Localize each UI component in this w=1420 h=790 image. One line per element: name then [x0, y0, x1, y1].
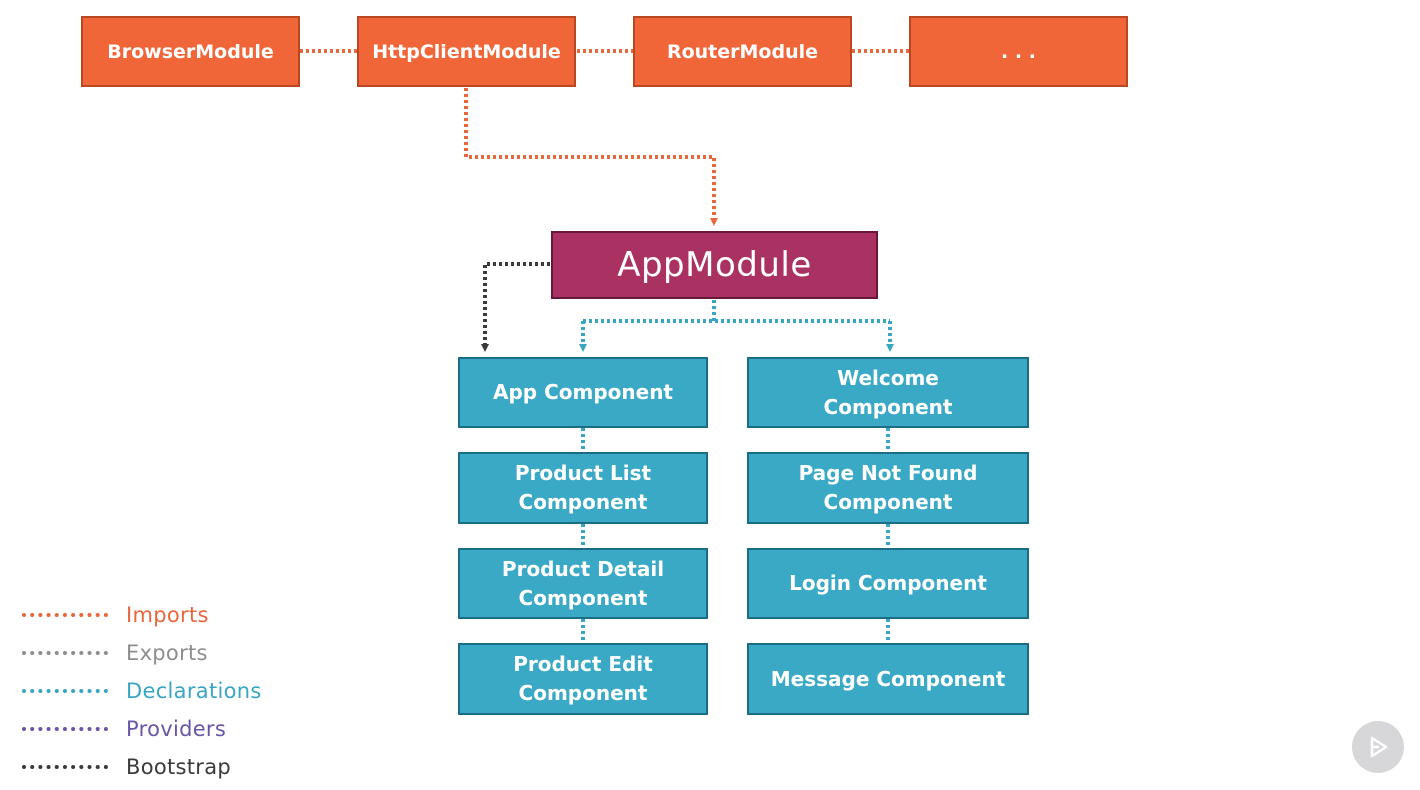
legend-line-providers	[22, 727, 108, 731]
product-edit-component-box: Product Edit Component	[458, 643, 708, 715]
browser-module-box: BrowserModule	[81, 16, 300, 87]
product-edit-component-line1: Product Edit	[513, 652, 653, 676]
welcome-component-line1: Welcome	[837, 365, 939, 390]
imports-connector	[464, 88, 718, 226]
more-modules-label: . . .	[1001, 40, 1036, 63]
login-component-line1: Login Component	[789, 571, 987, 595]
legend-item-declarations: Declarations	[22, 672, 262, 710]
product-list-component-line1: Product List	[514, 461, 652, 485]
product-detail-component-box: Product Detail Component	[458, 548, 708, 619]
legend-label-exports: Exports	[126, 641, 208, 665]
app-module-label: AppModule	[617, 245, 812, 285]
legend-item-providers: Providers	[22, 710, 262, 748]
legend: Imports Exports Declarations Providers B…	[22, 596, 262, 786]
legend-line-exports	[22, 651, 108, 655]
page-not-found-component-line2: Component	[823, 490, 953, 514]
declarations-connector	[579, 300, 894, 352]
login-component-box: Login Component	[747, 548, 1029, 619]
welcome-component-line2: Component	[823, 394, 953, 419]
legend-label-providers: Providers	[126, 717, 227, 741]
legend-label-declarations: Declarations	[126, 679, 262, 703]
legend-line-declarations	[22, 689, 108, 693]
router-module-label: RouterModule	[666, 40, 819, 63]
welcome-component-box: Welcome Component	[747, 357, 1029, 428]
legend-label-bootstrap: Bootstrap	[126, 755, 232, 779]
play-button[interactable]	[1352, 721, 1404, 773]
bootstrap-connector	[481, 262, 550, 352]
more-modules-box: . . .	[909, 16, 1128, 87]
app-module-box: AppModule	[551, 231, 878, 299]
http-client-module-label: HttpClientModule	[372, 40, 561, 63]
product-edit-component-line2: Component	[518, 681, 648, 705]
page-not-found-component-line1: Page Not Found	[798, 461, 978, 485]
message-component-box: Message Component	[747, 643, 1029, 715]
legend-item-exports: Exports	[22, 634, 262, 672]
legend-line-bootstrap	[22, 765, 108, 769]
legend-item-imports: Imports	[22, 596, 262, 634]
app-component-line1: App Component	[493, 380, 673, 404]
browser-module-label: BrowserModule	[107, 40, 274, 63]
app-component-box: App Component	[458, 357, 708, 428]
router-module-box: RouterModule	[633, 16, 852, 87]
legend-line-imports	[22, 613, 108, 617]
product-list-component-line2: Component	[518, 490, 648, 514]
page-not-found-component-box: Page Not Found Component	[747, 452, 1029, 524]
product-detail-component-line2: Component	[518, 585, 648, 610]
message-component-line1: Message Component	[770, 666, 1006, 691]
legend-item-bootstrap: Bootstrap	[22, 748, 262, 786]
http-client-module-box: HttpClientModule	[357, 16, 576, 87]
product-detail-component-line1: Product Detail	[501, 556, 665, 581]
product-list-component-box: Product List Component	[458, 452, 708, 524]
play-icon	[1370, 736, 1388, 758]
legend-label-imports: Imports	[126, 603, 209, 627]
